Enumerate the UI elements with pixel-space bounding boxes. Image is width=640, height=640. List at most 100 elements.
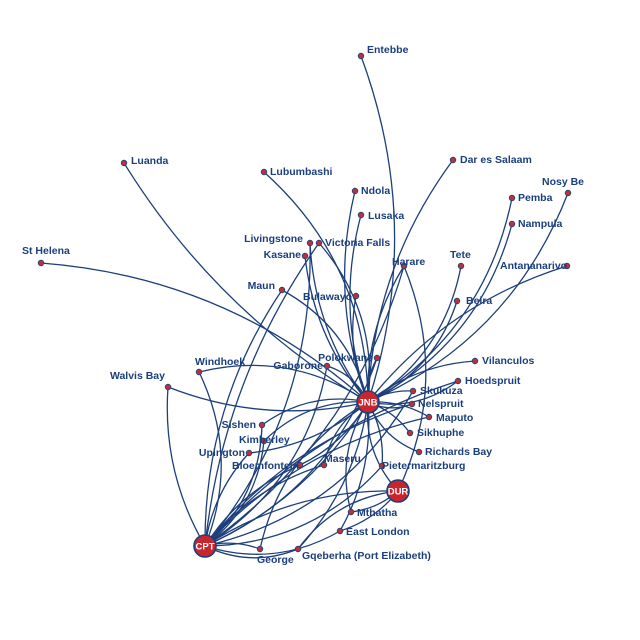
hub-label-dur: DUR [388, 487, 409, 498]
destination-gaborone: Gaborone [273, 360, 331, 372]
hub-label-jnb: JNB [358, 398, 377, 409]
destination-pemba: Pemba [508, 192, 553, 204]
destination-dot-george [256, 545, 264, 553]
destination-george: George [256, 545, 294, 566]
destination-dar-es-salaam: Dar es Salaam [449, 154, 532, 166]
route-jnb-st-helena [40, 262, 369, 403]
destination-label-polokwane: Polokwane [318, 352, 373, 364]
destination-dot-east-london [336, 527, 344, 535]
destination-vilanculos: Vilanculos [471, 355, 534, 367]
destination-windhoek: Windhoek [195, 356, 245, 376]
route-cpt-maun [204, 289, 283, 547]
destination-dot-entebbe [357, 52, 365, 60]
route-jnb-tete [367, 265, 462, 403]
destination-dot-tete [457, 262, 465, 270]
destination-label-skukuza: Skukuza [420, 385, 463, 397]
destination-dot-pietermaritzburg [378, 462, 386, 470]
destination-label-st-helena: St Helena [22, 245, 70, 257]
destination-dot-mthatha [347, 508, 355, 516]
destination-richards-bay: Richards Bay [415, 446, 492, 458]
destination-skukuza: Skukuza [409, 385, 463, 397]
destination-dot-vilanculos [471, 357, 479, 365]
destination-maun: Maun [248, 280, 286, 294]
destination-label-pemba: Pemba [518, 192, 553, 204]
destination-dot-richards-bay [415, 448, 423, 456]
route-jnb-entebbe [360, 55, 396, 403]
destination-label-east-london: East London [346, 526, 410, 538]
route-cpt-windhoek [198, 371, 222, 547]
destination-beira: Beira [453, 295, 492, 307]
destination-ndola: Ndola [351, 185, 390, 197]
destination-dot-victoria-falls [315, 239, 323, 247]
destination-dot-sikhuphe [406, 429, 414, 437]
route-dur-harare [397, 265, 427, 492]
destination-sikhuphe: Sikhuphe [406, 427, 464, 439]
destination-bulawayo: Bulawayo [303, 291, 360, 303]
route-cpt-harare [204, 265, 405, 547]
destination-antananarivo: Antananarivo [500, 260, 571, 272]
destination-east-london: East London [336, 526, 410, 538]
destination-label-antananarivo: Antananarivo [500, 260, 567, 272]
destination-label-vilanculos: Vilanculos [482, 355, 534, 367]
destination-dot-ndola [351, 187, 359, 195]
route-jnb-kimberley [263, 401, 369, 442]
destination-lusaka: Lusaka [357, 210, 404, 222]
destination-dot-beira [453, 297, 461, 305]
destination-entebbe: Entebbe [357, 44, 409, 60]
route-jnb-upington [248, 401, 369, 454]
destination-dot-sishen [258, 421, 266, 429]
destination-st-helena: St Helena [22, 245, 70, 267]
destination-label-maun: Maun [248, 280, 275, 292]
destination-tete: Tete [450, 249, 471, 270]
destination-sishen: Sishen [222, 419, 266, 431]
destination-label-nelspruit: Nelspruit [418, 398, 464, 410]
destination-dot-livingstone [306, 239, 314, 247]
route-cpt-maseru [204, 464, 325, 547]
destination-dot-gaborone [323, 362, 331, 370]
hubs-layer: JNB CPT DUR [193, 390, 410, 558]
routes-layer [40, 55, 569, 559]
destination-label-entebbe: Entebbe [367, 44, 409, 56]
route-jnb-windhoek [198, 364, 369, 403]
destination-label-dar-es-salaam: Dar es Salaam [460, 154, 532, 166]
destination-dot-kimberley [260, 437, 268, 445]
route-cpt-livingstone [204, 242, 311, 547]
destination-dot-bloemfontein [296, 461, 304, 469]
route-cpt-east-london [204, 530, 341, 555]
destination-dot-nampula [508, 220, 516, 228]
destination-label-maputo: Maputo [436, 412, 473, 424]
destination-label-nampula: Nampula [518, 218, 563, 230]
destination-maseru: Maseru [320, 453, 361, 469]
destination-lubumbashi: Lubumbashi [260, 166, 332, 178]
destination-dot-luanda [120, 159, 128, 167]
destination-dot-lusaka [357, 211, 365, 219]
destination-label-tete: Tete [450, 249, 471, 261]
route-cpt-maputo [204, 416, 430, 547]
route-cpt-nelspruit [204, 403, 413, 547]
destination-label-ndola: Ndola [361, 185, 390, 197]
destination-dot-st-helena [37, 259, 45, 267]
destination-walvis-bay: Walvis Bay [110, 370, 172, 391]
destination-hoedspruit: Hoedspruit [454, 375, 521, 387]
destination-mthatha: Mthatha [347, 507, 397, 519]
route-dur-gqeberha [297, 490, 399, 550]
destination-label-mthatha: Mthatha [357, 507, 397, 519]
destination-label-windhoek: Windhoek [195, 356, 245, 368]
destination-label-upington: Upington [199, 447, 245, 459]
destination-label-kasane: Kasane [264, 249, 302, 261]
destination-dot-gqeberha [294, 545, 302, 553]
destination-label-victoria-falls: Victoria Falls [325, 237, 390, 249]
destination-label-sikhuphe: Sikhuphe [417, 427, 464, 439]
hub-label-cpt: CPT [196, 542, 215, 553]
route-cpt-victoria-falls [204, 242, 320, 547]
route-jnb-maun [281, 289, 369, 403]
route-jnb-nosy-be [367, 192, 569, 403]
destination-nelspruit: Nelspruit [408, 398, 464, 410]
destination-dot-hoedspruit [454, 377, 462, 385]
route-cpt-skukuza [204, 390, 414, 547]
destination-dot-pemba [508, 194, 516, 202]
hub-cpt: CPT [193, 534, 217, 558]
destination-nampula: Nampula [508, 218, 563, 230]
destination-label-bloemfontein: Bloemfontein [232, 460, 299, 472]
